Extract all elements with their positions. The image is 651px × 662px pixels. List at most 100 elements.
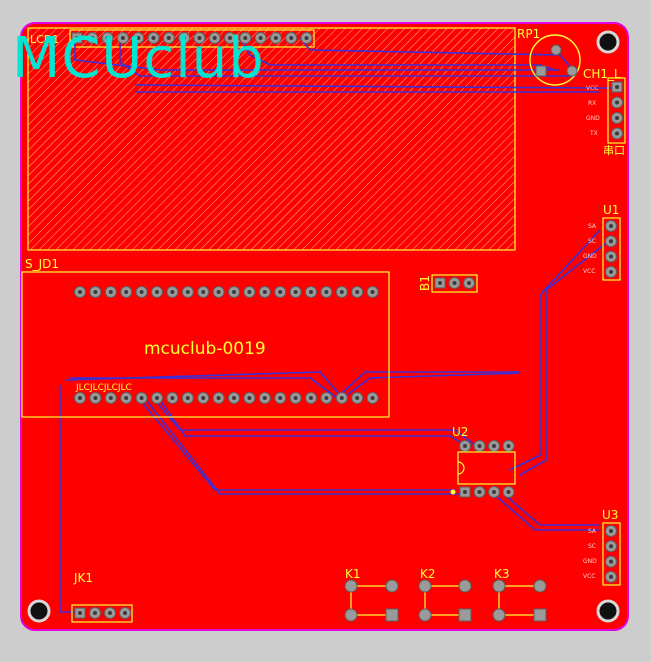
- sjd1-top-pin-hole: [247, 290, 252, 294]
- u2-pin-hole: [477, 490, 482, 494]
- sjd1-bottom-pin-hole: [278, 396, 283, 400]
- button-pad: [492, 608, 506, 622]
- lcd-pin-hole: [289, 36, 294, 40]
- button-pad: [458, 608, 472, 622]
- sjd1-bottom-pin-hole: [124, 396, 129, 400]
- lcd-pin-hole: [166, 36, 171, 40]
- sjd1-bottom-pin-hole: [309, 396, 313, 400]
- b1-header: [431, 274, 478, 293]
- lcd-pin-hole: [273, 36, 278, 40]
- serial-pin-hole: [615, 85, 619, 89]
- sjd1-top-pin-hole: [262, 290, 267, 294]
- sjd1-bottom-pin-hole: [78, 396, 82, 400]
- button-pad: [533, 579, 547, 593]
- u2-pin-hole: [463, 490, 467, 494]
- sjd1-bottom-pin-hole: [232, 396, 236, 400]
- sjd1-top-pin-hole: [124, 290, 129, 294]
- lcd-pin-hole: [258, 36, 263, 40]
- sjd1-bottom-pin-hole: [201, 396, 206, 400]
- lcd-header: [69, 29, 315, 48]
- board-label: mcuclub-0019: [144, 339, 266, 359]
- button-pad: [533, 608, 547, 622]
- u1-pin-hole: [609, 224, 613, 228]
- lcd-pin-hole: [105, 36, 110, 40]
- sjd1-top-pin-hole: [232, 290, 236, 294]
- ch-sub-label: 串口: [603, 144, 625, 157]
- sjd1-top-pin-hole: [216, 290, 221, 294]
- sjd1-top-pin-hole: [108, 290, 113, 294]
- svg-text:SC: SC: [588, 238, 596, 245]
- svg-text:SA: SA: [588, 223, 597, 230]
- sjd1-top-pin-hole: [293, 290, 298, 294]
- svg-text:GND: GND: [586, 115, 600, 122]
- u2-ic: [450, 451, 516, 495]
- mounting-hole-bottom-right: [596, 599, 620, 623]
- sjd1-top-pin-hole: [355, 290, 360, 294]
- u2-pin-hole: [477, 444, 482, 448]
- u2-pin-hole: [492, 490, 496, 494]
- b1-pin-hole: [438, 281, 442, 285]
- sjd1-designator: S_JD1: [25, 257, 59, 271]
- lcd-pin-hole: [212, 36, 217, 40]
- sjd1-top-pin-hole: [170, 290, 175, 294]
- jk1-designator: JK1: [73, 571, 93, 585]
- sjd1-bottom-pin-hole: [293, 396, 298, 400]
- u1-pin-hole: [609, 239, 613, 244]
- lcd-pin-hole: [182, 36, 187, 40]
- sjd1-bottom-pin-hole: [139, 396, 144, 400]
- u3-header: SA SC GND VCC: [583, 522, 621, 586]
- jk1-pin-hole: [78, 611, 82, 615]
- button-pad: [344, 579, 358, 593]
- u3-pin-hole: [609, 529, 613, 533]
- lcd-pin-hole: [90, 36, 95, 40]
- sjd1-top-pin-hole: [78, 290, 82, 294]
- sjd1-bottom-pin-hole: [370, 396, 375, 400]
- sjd1-bottom-pin-hole: [185, 396, 190, 400]
- lcd-pin-hole: [197, 36, 202, 40]
- k3-designator: K3: [494, 567, 510, 581]
- sjd1-top-pin-hole: [155, 290, 159, 294]
- button-pad: [385, 579, 399, 593]
- u3-pin-hole: [609, 559, 613, 564]
- jk1-header: [71, 604, 133, 623]
- svg-text:VCC: VCC: [586, 85, 598, 92]
- jk1-pin-hole: [108, 611, 112, 615]
- lcd-pin-hole: [228, 36, 232, 40]
- lcd-pin-hole: [120, 36, 125, 40]
- u1-designator: U1: [603, 203, 619, 217]
- u1-pin-hole: [609, 254, 613, 259]
- b1-pin-hole: [467, 281, 471, 285]
- sjd1-top-pin-hole: [309, 290, 313, 294]
- sjd1-top-pin-hole: [139, 290, 144, 294]
- sjd1-bottom-pin-hole: [93, 396, 98, 400]
- sjd1-bottom-pin-hole: [170, 396, 175, 400]
- u2-pin-hole: [506, 444, 511, 448]
- svg-text:SC: SC: [588, 543, 596, 550]
- sjd1-top-pin-hole: [93, 290, 98, 294]
- svg-text:SA: SA: [588, 528, 597, 535]
- traces: [59, 37, 617, 613]
- brand-logo-text: MCUclub: [12, 26, 265, 91]
- button-pad: [344, 608, 358, 622]
- sjd1-top-pin-hole: [339, 290, 344, 294]
- sjd1-bottom-pin-hole: [339, 396, 344, 400]
- button-pad: [418, 608, 432, 622]
- serial-pin-hole: [615, 100, 619, 105]
- svg-text:TX: TX: [589, 130, 598, 137]
- svg-text:GND: GND: [583, 558, 597, 565]
- sjd1-bottom-pin-hole: [355, 396, 360, 400]
- b1-pin-hole: [452, 281, 457, 285]
- sjd1-bottom-pin-hole: [262, 396, 267, 400]
- sjd1-top-pin-hole: [201, 290, 206, 294]
- u2-pin-hole: [492, 444, 496, 448]
- sjd1-bottom-pin-hole: [108, 396, 113, 400]
- lcd-pin-hole: [75, 36, 79, 40]
- mounting-hole-top-right: [596, 30, 620, 54]
- k1-designator: K1: [345, 567, 361, 581]
- svg-text:VCC: VCC: [583, 268, 595, 275]
- button-pad: [458, 579, 472, 593]
- lcd-pin-hole: [304, 36, 309, 40]
- svg-text:GND: GND: [583, 253, 597, 260]
- sjd1-bottom-pin-hole: [247, 396, 252, 400]
